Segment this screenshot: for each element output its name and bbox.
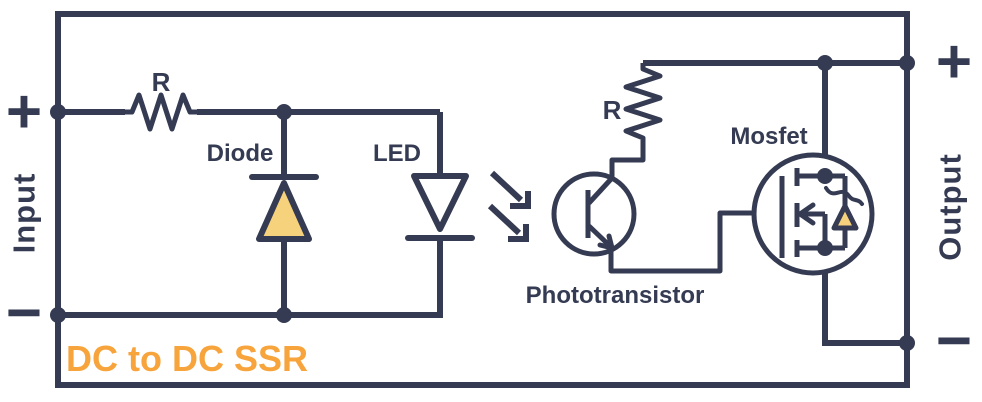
- junction-dot: [899, 335, 915, 351]
- input-minus-terminal: −: [6, 279, 42, 348]
- output-minus-terminal: −: [936, 307, 972, 376]
- output-side: + − Output: [933, 28, 973, 376]
- junction-dot: [817, 168, 833, 184]
- output-plus-terminal: +: [936, 28, 972, 97]
- input-resistor-zigzag: [125, 92, 197, 132]
- input-label: Input: [7, 173, 42, 254]
- input-side: + − Input: [6, 78, 42, 348]
- input-resistor-label: R: [152, 67, 171, 97]
- ssr-title: DC to DC SSR: [66, 338, 308, 379]
- mosfet-label: Mosfet: [730, 123, 807, 150]
- input-resistor-symbol: R: [125, 67, 197, 132]
- led-label: LED: [373, 140, 421, 167]
- junction-dots: [50, 55, 915, 351]
- mosfet-symbol: Mosfet: [730, 123, 875, 276]
- light-arrow-2-shaft: [487, 203, 522, 236]
- light-arrow-1-shaft: [489, 170, 524, 203]
- diode-label: Diode: [207, 140, 274, 167]
- phototransistor-emitter-arrowhead: [597, 233, 615, 251]
- mosfet-bodydiode-triangle: [831, 203, 859, 231]
- junction-dot: [276, 307, 292, 323]
- led-symbol: LED: [373, 140, 475, 241]
- photo-resistor-label: R: [603, 95, 622, 125]
- phototransistor-collector-wire: [587, 143, 646, 205]
- junction-dot: [276, 104, 292, 120]
- mosfet-wave-mark: [824, 186, 864, 206]
- diode-triangle: [256, 180, 312, 242]
- photo-resistor-zigzag: [623, 63, 663, 143]
- junction-dot: [50, 104, 66, 120]
- phototransistor-symbol: Phototransistor: [526, 143, 782, 309]
- wire-input-bottom-rail: [58, 238, 443, 318]
- junction-dot: [50, 307, 66, 323]
- diode-symbol: Diode: [207, 140, 319, 242]
- junction-dot: [817, 240, 833, 256]
- junction-dot: [817, 55, 833, 71]
- mosfet-body-arrowhead: [797, 202, 816, 226]
- light-arrows-icon: [487, 170, 531, 242]
- junction-dot: [899, 55, 915, 71]
- input-plus-terminal: +: [6, 78, 42, 147]
- ssr-enclosure-outline: [55, 11, 910, 388]
- phototransistor-emitter-wire: [587, 210, 782, 274]
- input-circuit-wires: [58, 109, 443, 318]
- output-label: Output: [933, 153, 968, 261]
- wire-mosfet-source: [822, 248, 907, 346]
- led-triangle: [411, 173, 469, 232]
- photo-resistor-symbol: R: [603, 63, 663, 143]
- phototransistor-label: Phototransistor: [526, 282, 705, 309]
- phototransistor-circle: [551, 171, 637, 257]
